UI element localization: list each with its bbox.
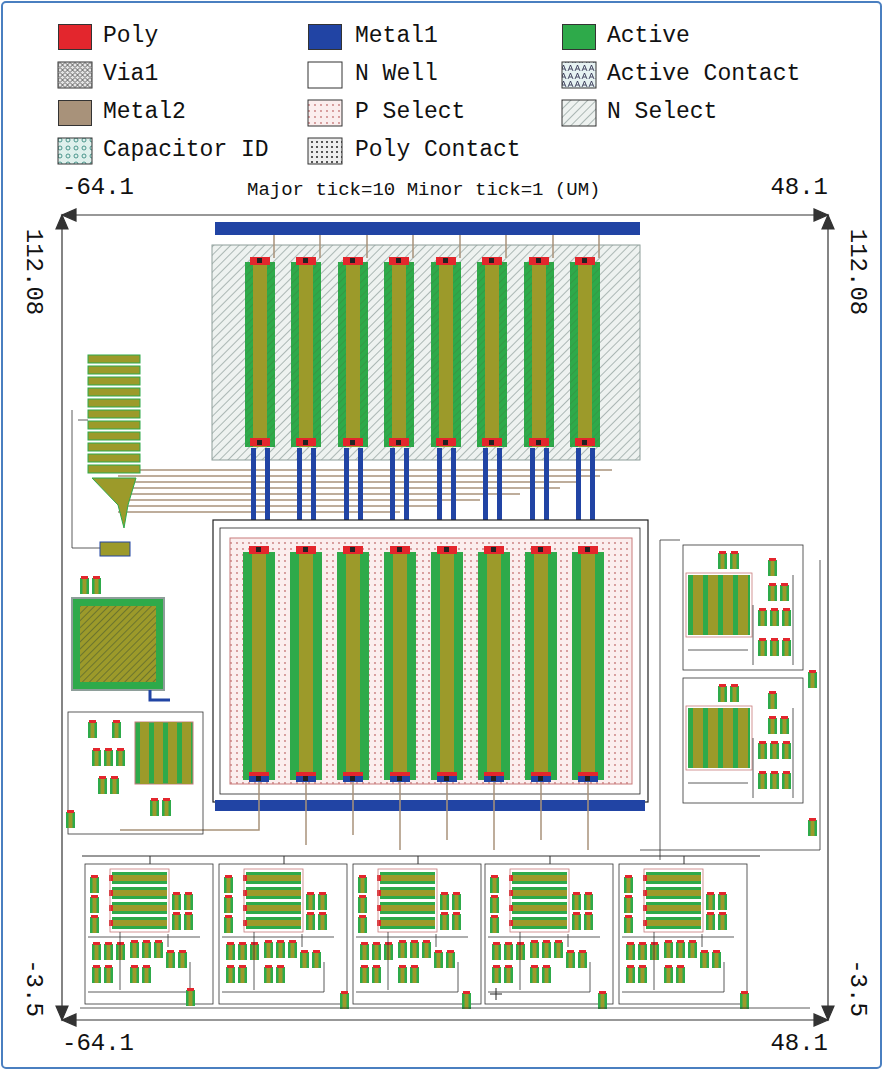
legend-text: N Select xyxy=(607,99,717,125)
axis-value: 112.08 xyxy=(19,229,47,315)
axis-value: 48.1 xyxy=(770,174,828,202)
axis-value: -3.5 xyxy=(19,959,47,1017)
legend-text: P Select xyxy=(355,99,465,125)
legend-swatch xyxy=(58,100,92,126)
legend-text: Poly Contact xyxy=(355,137,521,163)
axis-value: -64.1 xyxy=(62,174,134,202)
legend-text: Poly xyxy=(103,23,158,49)
legend-text: Metal2 xyxy=(103,99,186,125)
legend-text: Via1 xyxy=(103,61,158,87)
axis-value: -3.5 xyxy=(843,959,871,1017)
legend-swatch xyxy=(58,24,92,50)
legend-swatch xyxy=(562,24,596,50)
legend-text: N Well xyxy=(355,61,438,87)
scale-note: Major tick=10 Minor tick=1 (UM) xyxy=(247,180,600,202)
legend-swatch xyxy=(308,24,342,50)
legend-text: Metal1 xyxy=(355,23,438,49)
legend-text: Capacitor ID xyxy=(103,137,269,163)
axis-value: 112.08 xyxy=(843,229,871,315)
axis-value: 48.1 xyxy=(770,1030,828,1058)
axis-value: -64.1 xyxy=(62,1030,134,1058)
legend-text: Active xyxy=(607,23,690,49)
legend-text: Active Contact xyxy=(607,61,800,87)
